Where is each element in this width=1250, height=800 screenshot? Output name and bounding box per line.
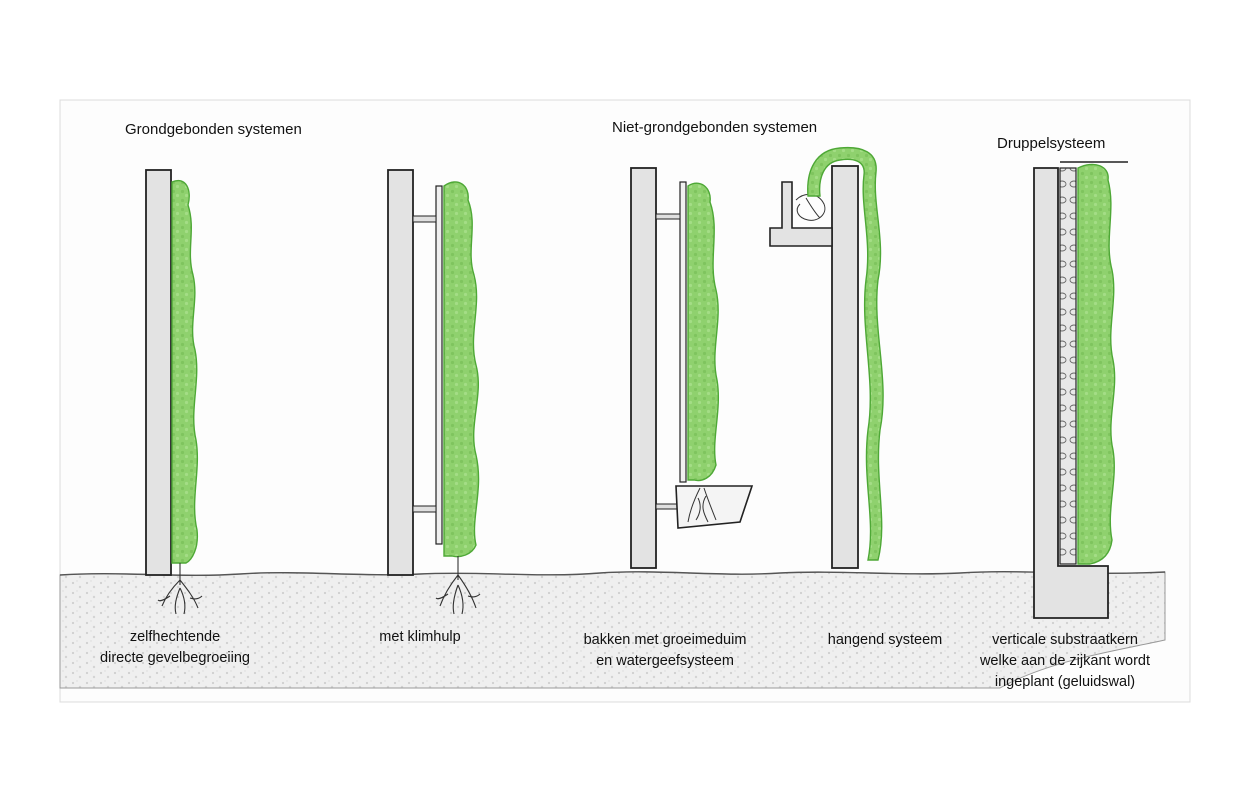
bracket-top <box>412 215 437 223</box>
wall <box>630 167 657 569</box>
label-line: met klimhulp <box>379 629 461 645</box>
wall <box>831 165 859 569</box>
label-line: zelfhechtende <box>129 629 221 645</box>
wall <box>145 169 172 576</box>
label-line: welke aan de zijkant wordt <box>979 653 1151 669</box>
plant-foliage <box>443 181 480 558</box>
bracket-top <box>655 213 681 220</box>
plant-foliage <box>171 179 199 564</box>
heading-drip-system: Druppelsysteem <box>997 135 1106 152</box>
wall <box>387 169 414 576</box>
planter-roots <box>687 487 717 523</box>
system-self-clinging <box>145 169 203 615</box>
heading-non-ground-bound: Niet-grondgebonden systemen <box>612 119 818 136</box>
bracket-bottom <box>655 503 679 510</box>
label-line: verticale substraatkern <box>992 632 1138 648</box>
label-climbing-aid: met klimhulp <box>350 627 490 648</box>
label-line: en watergeefsysteem <box>596 653 734 669</box>
system-planters <box>630 167 754 569</box>
system-climbing-aid <box>387 169 481 615</box>
wall-with-foundation <box>1033 167 1109 619</box>
label-line: directe gevelbegroeiing <box>100 650 250 666</box>
roots <box>157 563 203 615</box>
roots <box>435 556 481 615</box>
planter-box <box>675 485 754 529</box>
label-hanging: hangend systeem <box>810 630 960 651</box>
label-line: hangend systeem <box>827 632 943 648</box>
system-hanging <box>769 146 884 569</box>
label-self-clinging: zelfhechtende directe gevelbegroeiing <box>60 627 290 669</box>
label-line: ingeplant (geluidswal) <box>994 674 1136 690</box>
label-drip: verticale substraatkern welke aan de zij… <box>960 630 1170 693</box>
bracket-bottom <box>412 505 437 513</box>
plant-foliage <box>687 182 720 482</box>
substrate-core <box>1059 167 1077 565</box>
heading-ground-bound: Grondgebonden systemen <box>125 121 302 138</box>
plant-foliage <box>1077 163 1116 565</box>
label-line: bakken met groeimeduim <box>583 632 747 648</box>
plant-trailing <box>807 146 884 561</box>
vertical-rail <box>679 181 687 483</box>
label-planters: bakken met groeimeduim en watergeefsyste… <box>555 630 775 672</box>
climbing-aid-rail <box>435 185 443 545</box>
hanging-planter <box>769 181 833 247</box>
system-drip <box>1033 161 1128 619</box>
